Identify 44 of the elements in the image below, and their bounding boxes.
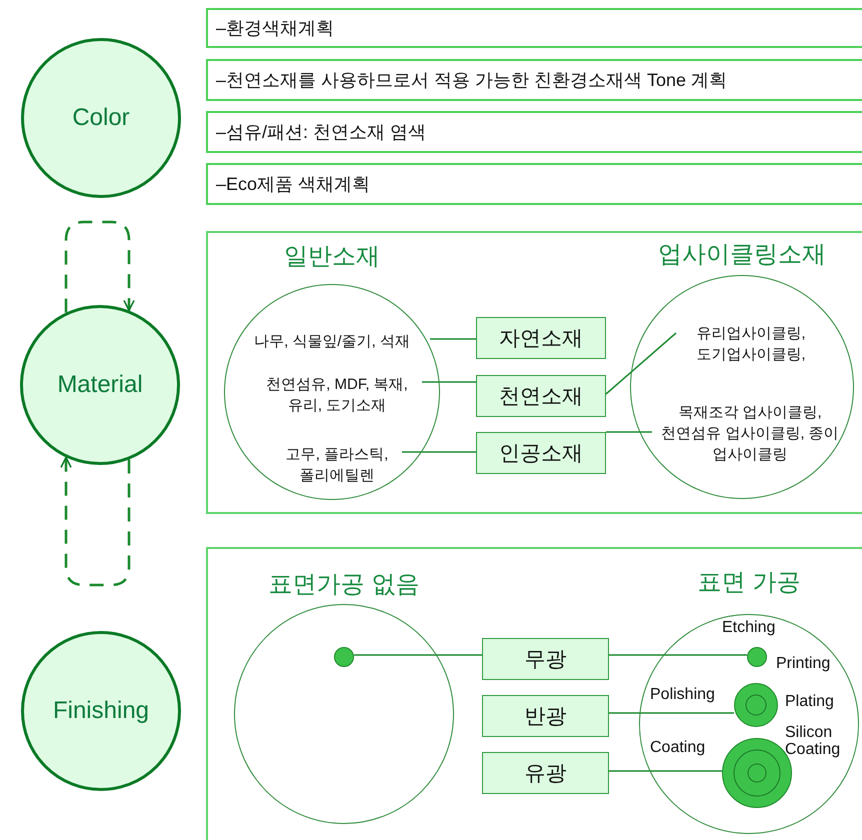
material-text: 나무, 식물잎/줄기, 석재: [234, 331, 430, 352]
process-label: Polishing: [650, 686, 715, 703]
cycle-arrow: [64, 220, 135, 313]
connector-line: [609, 654, 747, 656]
material-text: 유리업사이클링, 도기업사이클링,: [676, 323, 826, 365]
section-heading: 표면가공 없음: [268, 570, 420, 600]
connector-line: [609, 770, 722, 772]
connector-line: [430, 338, 476, 340]
connector-line: [422, 381, 476, 383]
category-box: 인공소재: [476, 432, 606, 474]
process-label: Silicon Coating: [785, 724, 842, 758]
finish-dot: [334, 647, 354, 667]
category-box: 유광: [482, 752, 609, 794]
process-label: Printing: [776, 655, 830, 672]
material-text: 천연섬유, MDF, 복재, 유리, 도기소재: [252, 374, 422, 416]
section-panel: [206, 231, 862, 514]
connector-line: [402, 451, 476, 453]
material-text: 고무, 플라스틱, 폴리에틸렌: [272, 444, 402, 486]
item-bar: –Eco제품 색채계획: [206, 163, 862, 205]
section-panel: [206, 547, 862, 840]
stage-circle: Color: [21, 38, 181, 198]
connector-line: [606, 431, 652, 433]
section-heading: 표면 가공: [698, 568, 800, 598]
category-box: 무광: [482, 638, 609, 680]
process-label: Coating: [650, 739, 706, 756]
category-box: 자연소재: [476, 317, 606, 359]
item-bar: –환경색채계획: [206, 8, 862, 48]
section-heading: 일반소재: [284, 242, 380, 272]
connector-line: [606, 332, 676, 395]
material-text: 목재조각 업사이클링, 천연섬유 업사이클링, 종이 업사이클링: [652, 402, 848, 465]
connector-line: [354, 654, 482, 656]
connector-line: [609, 712, 734, 714]
process-label: Etching: [722, 619, 776, 636]
stage-circle: Material: [20, 305, 180, 465]
category-box: 천연소재: [476, 375, 606, 417]
process-label: Plating: [785, 693, 834, 710]
section-heading: 업사이클링소재: [658, 240, 826, 270]
cycle-arrow: [60, 456, 130, 586]
category-box: 반광: [482, 695, 609, 737]
finish-dot: [747, 647, 767, 667]
item-bar: –천연소재를 사용하므로서 적용 가능한 친환경소재색 Tone 계획: [206, 59, 862, 101]
finish-dot: [734, 683, 778, 727]
item-bar: –섬유/패션: 천연소재 염색: [206, 111, 862, 153]
stage-circle: Finishing: [21, 631, 181, 791]
